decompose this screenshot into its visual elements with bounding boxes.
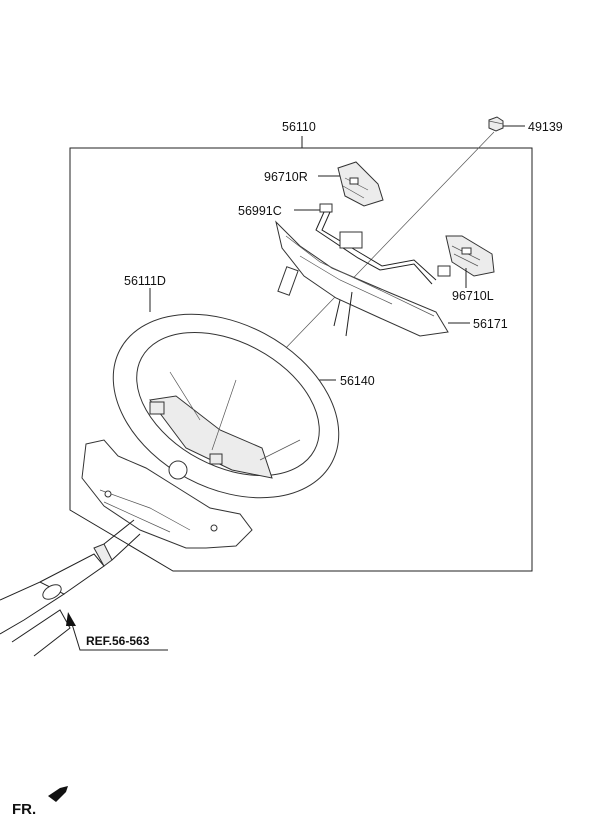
leader-ref	[71, 623, 168, 651]
label-49139: 49139	[528, 120, 563, 134]
lower-cover-part	[81, 439, 253, 549]
assembly-frame	[69, 147, 533, 572]
nut-axis-line	[281, 131, 495, 353]
steering-column-part	[0, 519, 141, 657]
ref-arrowhead	[66, 612, 76, 626]
label-56111D: 56111D	[124, 274, 166, 288]
front-arrow-icon	[48, 786, 68, 802]
switch-left-part	[445, 235, 495, 277]
label-96710L: 96710L	[452, 289, 494, 303]
label-56140: 56140	[340, 374, 375, 388]
switch-right-part	[337, 161, 384, 207]
label-56171: 56171	[473, 317, 508, 331]
label-56991C: 56991C	[238, 204, 282, 218]
damper-part	[275, 220, 449, 337]
nut-49139-part	[488, 116, 504, 132]
clock-spring-part	[315, 203, 451, 285]
label-96710R: 96710R	[264, 170, 308, 184]
label-56110: 56110	[282, 120, 316, 134]
label-front: FR.	[12, 801, 36, 818]
steering-wheel-part	[112, 313, 340, 499]
label-ref: REF.56-563	[86, 634, 150, 648]
